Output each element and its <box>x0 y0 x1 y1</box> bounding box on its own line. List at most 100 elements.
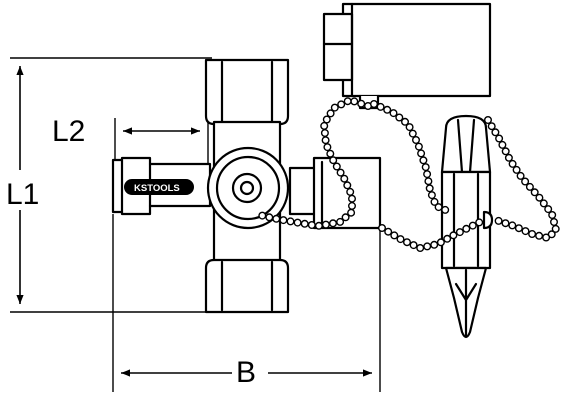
chain-bead <box>487 122 496 131</box>
chain-bead <box>475 218 484 227</box>
chain-bead <box>542 233 551 242</box>
chain-bead <box>516 171 525 180</box>
chain-bead <box>314 221 323 230</box>
screwdriver-bit <box>440 114 494 339</box>
dimension-label-b: B <box>236 356 256 389</box>
chain-bead <box>272 214 281 223</box>
chain-bead <box>396 235 405 244</box>
chain-bead <box>401 117 410 126</box>
chain-bead <box>322 115 331 124</box>
chain-bead <box>491 128 500 137</box>
chain-bead <box>321 220 330 229</box>
chain-bead <box>544 205 553 214</box>
bottom-socket <box>204 258 290 314</box>
chain-bead <box>332 162 341 171</box>
double-bit-socket <box>239 180 255 196</box>
chain-bead <box>321 136 330 145</box>
chain-bead <box>376 102 385 111</box>
chain-bead <box>508 159 517 168</box>
chain-bead <box>430 197 439 206</box>
top-socket <box>204 58 290 126</box>
chain-bead <box>424 177 433 186</box>
chain-bead <box>286 217 295 226</box>
chain-bead <box>550 217 559 226</box>
chain-bead <box>462 224 471 233</box>
flat-blade-tip <box>440 114 492 174</box>
brand-logo: KSTOOLS <box>124 179 194 195</box>
chain-bead <box>384 227 393 236</box>
chain-bead <box>514 224 523 233</box>
chain-bead <box>417 149 426 158</box>
bead-chain <box>258 97 560 252</box>
chain-bead <box>455 228 464 237</box>
chain-bead <box>521 177 530 186</box>
dimension-label-l1: L1 <box>6 178 39 211</box>
chain-bead <box>449 231 458 240</box>
chain-bead <box>535 193 544 202</box>
chain-bead <box>423 242 432 251</box>
chain-bead <box>307 220 316 229</box>
chain-bead <box>329 219 338 228</box>
chain-bead <box>300 219 309 228</box>
chain-bead <box>416 243 425 252</box>
chain-bead <box>423 170 432 179</box>
chain-bead <box>329 156 338 165</box>
svg-text:KSTOOLS: KSTOOLS <box>134 183 180 194</box>
bit-holder <box>322 2 492 110</box>
chain-bead <box>498 140 507 149</box>
chain-bead <box>405 123 414 132</box>
chain-bead <box>347 208 356 217</box>
chain-bead <box>336 168 345 177</box>
chain-bead <box>539 199 548 208</box>
chain-bead <box>357 99 366 108</box>
chain-bead <box>430 240 439 249</box>
chain-bead <box>421 163 430 172</box>
chain-bead <box>323 143 332 152</box>
chain-bead <box>495 134 504 143</box>
chain-bead <box>521 227 530 236</box>
chain-bead <box>350 97 359 106</box>
chain-bead <box>528 229 537 238</box>
chain-bead <box>512 165 521 174</box>
chain-bead <box>551 224 560 233</box>
chain-bead <box>530 188 539 197</box>
chain-bead <box>320 128 329 137</box>
chain-bead <box>508 221 517 230</box>
chain-bead <box>326 149 335 158</box>
chain-bead <box>258 211 267 220</box>
chain-bead <box>403 238 412 247</box>
chain-bead <box>340 174 349 183</box>
chain-bead <box>501 219 510 228</box>
chain-bead <box>525 182 534 191</box>
dimension-l2: L2 <box>52 115 209 165</box>
chain-bead <box>434 203 443 212</box>
chain-bead <box>535 231 544 240</box>
dimension-label-l2: L2 <box>52 115 85 148</box>
chain-bead <box>414 142 423 151</box>
chain-bead <box>408 129 417 138</box>
chain-bead <box>494 216 503 225</box>
chain-bead <box>330 103 339 112</box>
dimension-b: B <box>112 214 381 392</box>
chain-bead <box>348 194 357 203</box>
chain-bead <box>419 156 428 165</box>
chain-bead <box>346 187 355 196</box>
chain-bead <box>337 100 346 109</box>
chain-bead <box>341 213 350 222</box>
chain-bead <box>383 105 392 114</box>
chain-bead <box>343 181 352 190</box>
chain-bead <box>441 205 450 214</box>
chain-bead <box>504 153 513 162</box>
bit-hex-body <box>440 170 492 270</box>
chain-bead <box>484 115 493 124</box>
chain-bead <box>443 234 452 243</box>
chain-bead <box>395 113 404 122</box>
chain-bead <box>389 109 398 118</box>
chain-bead <box>320 121 329 130</box>
chain-bead <box>409 241 418 250</box>
chain-bead <box>548 210 557 219</box>
chain-bead <box>293 218 302 227</box>
chain-bead <box>336 217 345 226</box>
